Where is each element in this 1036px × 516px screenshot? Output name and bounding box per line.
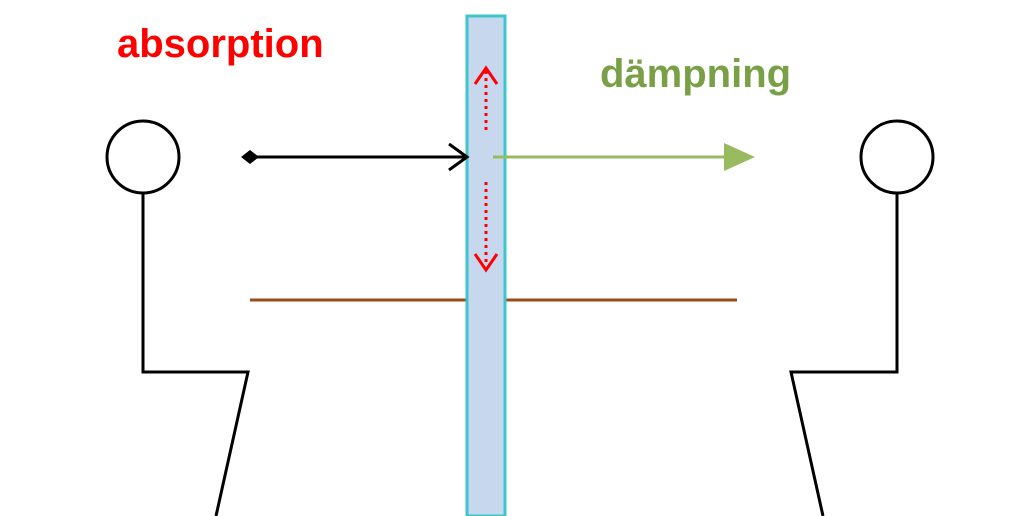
incident-sound-arrow xyxy=(241,142,470,172)
wall-panel xyxy=(465,14,507,516)
dampning-label: dämpning xyxy=(600,52,792,96)
right-person-body xyxy=(789,193,899,516)
right-person-head xyxy=(859,119,935,195)
absorbed-energy-arrows xyxy=(473,65,499,273)
absorption-label: absorption xyxy=(117,22,324,66)
left-person-figure xyxy=(105,119,250,516)
absorbed-arrow-up-head xyxy=(473,65,499,85)
left-person-body xyxy=(141,193,250,516)
incident-arrow-tail-diamond xyxy=(241,150,259,164)
absorbed-arrow-down-head xyxy=(473,253,499,273)
left-person-head xyxy=(105,119,181,195)
transmitted-sound-arrow xyxy=(493,143,755,171)
right-person-figure xyxy=(789,119,935,516)
incident-arrow-head xyxy=(448,142,470,172)
transmitted-arrow-head xyxy=(724,143,755,171)
